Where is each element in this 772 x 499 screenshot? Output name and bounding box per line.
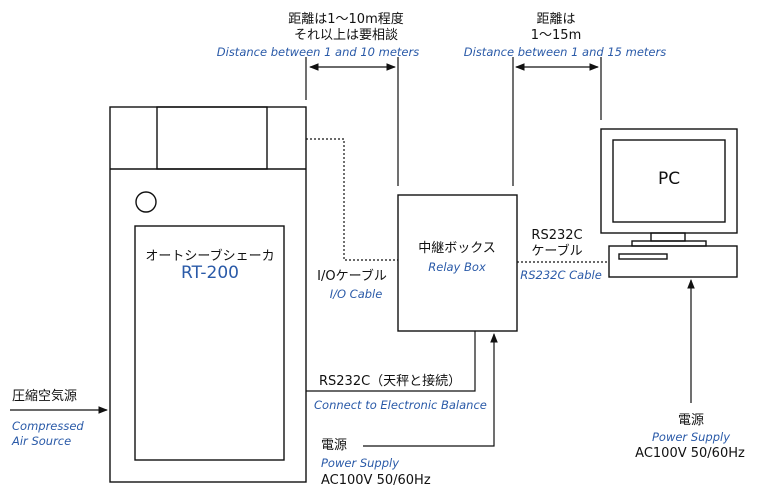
power-pc-spec: AC100V 50/60Hz [635,446,745,461]
balance-connection-en: Connect to Electronic Balance [314,398,487,412]
shaker-name: オートシーブシェーカ [145,249,275,264]
power-relay-arrow [363,333,498,447]
rs232c-cable-jp-line1: RS232C [531,228,583,243]
shaker-model: RT-200 [181,263,239,283]
relay-box-en: Relay Box [428,260,486,274]
distance-right-jp-line2: 1～15m [530,28,582,43]
compressed-air-en-line1: Compressed [12,419,84,433]
rs232c-cable-jp-line2: ケーブル [531,244,583,259]
relay-box [397,194,518,332]
pc-monitor-neck [650,232,686,242]
pc-drive-slot [618,253,668,260]
pc-monitor-screen [612,139,726,223]
power-relay-en: Power Supply [321,456,400,470]
power-relay-jp: 電源 [321,438,348,453]
shaker-panel [134,225,285,461]
shaker-unit [109,106,307,483]
shaker-body [109,106,307,483]
relay-box-jp: 中継ボックス [418,241,496,256]
shaker-top-compartment [156,106,268,170]
power-relay-spec: AC100V 50/60Hz [321,473,431,488]
compressed-air-en-line2: Air Source [12,434,72,448]
shaker-knob-icon [135,191,157,213]
balance-connection-jp: RS232C（天秤と接続） [319,374,462,389]
pc-label: PC [657,169,681,189]
balance-connection-line [306,331,476,392]
distance-left-jp-line2: それ以上は要相談 [293,28,399,43]
pc-monitor-stand [631,240,707,247]
io-cable-line [306,138,398,261]
distance-left-jp-line1: 距離は1～10m程度 [288,12,404,27]
pc-unit [600,128,738,278]
rs232c-cable-en: RS232C Cable [520,268,602,282]
pc-desktop-case [608,245,738,278]
io-cable-en: I/O Cable [329,287,383,301]
distance-right-jp-line1: 距離は [536,12,576,27]
distance-left-en: Distance between 1 and 10 meters [216,45,420,59]
distance-right-en: Distance between 1 and 15 meters [463,45,667,59]
power-pc-en: Power Supply [651,430,731,444]
io-cable-jp: I/Oケーブル [317,269,387,284]
compressed-air-jp: 圧縮空気源 [12,389,78,404]
power-pc-jp: 電源 [677,413,705,428]
